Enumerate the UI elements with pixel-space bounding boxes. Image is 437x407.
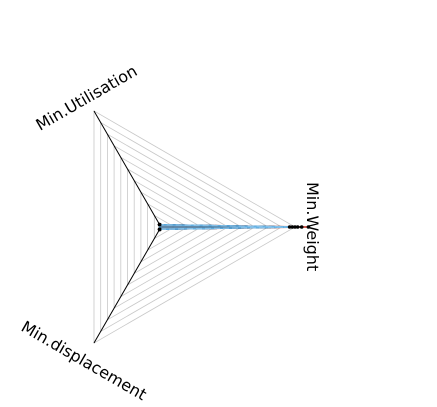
axis-spoke-2 xyxy=(93,110,162,228)
series-6-polygon xyxy=(158,223,290,231)
series-3-point-1 xyxy=(295,225,300,229)
grid-ring-10 xyxy=(93,110,296,344)
series-6-point-2 xyxy=(157,222,162,227)
series-5-point-1 xyxy=(290,225,295,229)
grid-ring-4 xyxy=(133,179,216,275)
series-2-point-1 xyxy=(299,225,304,229)
grid-ring-7 xyxy=(113,145,256,309)
axis-label-min-weight: Min.Weight xyxy=(303,182,322,271)
series-6-point-1 xyxy=(287,225,292,229)
grid-layer xyxy=(93,110,296,344)
grid-ring-5 xyxy=(127,168,229,286)
grid-ring-8 xyxy=(107,133,269,321)
series-4-point-1 xyxy=(293,225,297,229)
grid-ring-1 xyxy=(153,214,176,240)
series-layer xyxy=(157,222,311,232)
series-6-point-3 xyxy=(157,227,162,232)
axis-label-min-displacement: Min.displacement xyxy=(18,317,150,404)
axis-spoke-3 xyxy=(93,226,162,344)
axis-label-min-utilisation: Min.Utilisation xyxy=(33,61,141,134)
grid-ring-9 xyxy=(100,121,283,333)
grid-ring-6 xyxy=(120,156,243,298)
series-1-point-1 xyxy=(306,225,311,229)
grid-ring-3 xyxy=(140,191,203,263)
grid-ring-2 xyxy=(147,203,189,251)
